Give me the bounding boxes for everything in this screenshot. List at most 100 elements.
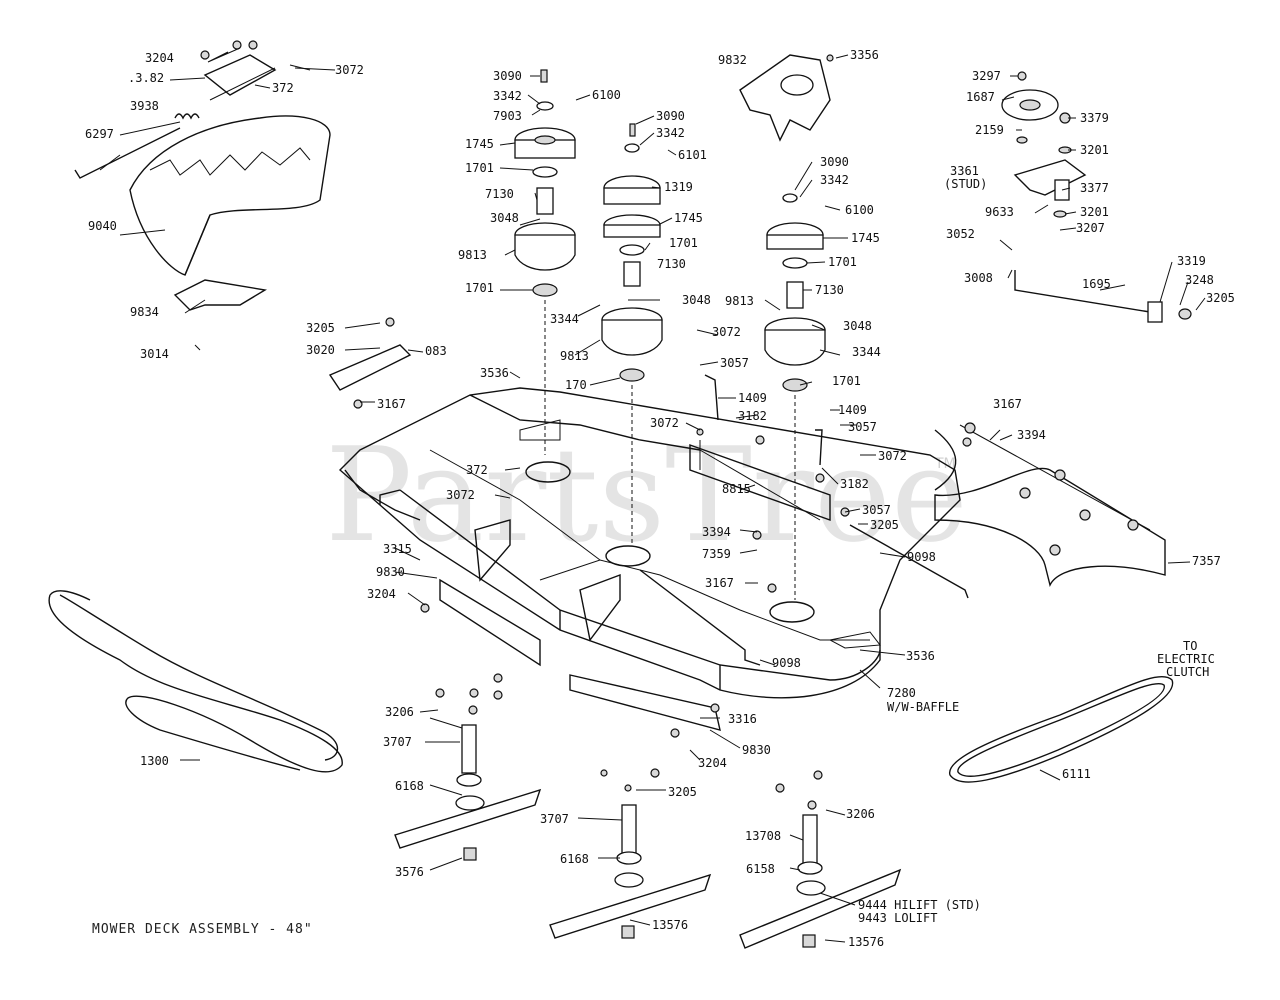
part-label: 1695 <box>1082 277 1111 291</box>
part-labels: 3204 .3.82 3072 372 3938 6297 9040 9834 … <box>85 48 1235 949</box>
part-label: 1701 <box>832 374 861 388</box>
part-label: 1745 <box>465 137 494 151</box>
part-label: 9444 HILIFT (STD) <box>858 898 981 912</box>
rod-1409 <box>704 374 823 466</box>
rod-6297 <box>74 127 181 179</box>
part-label: 9834 <box>130 305 159 319</box>
part-label: 9830 <box>742 743 771 757</box>
part-label: 3201 <box>1080 205 1109 219</box>
part-label: 3057 <box>862 503 891 517</box>
part-label: 3205 <box>1206 291 1235 305</box>
part-label: 9832 <box>718 53 747 67</box>
watermark: PartsTree <box>325 419 968 571</box>
part-label: 3342 <box>493 89 522 103</box>
part-label: 3008 <box>964 271 993 285</box>
blade-right <box>739 814 902 949</box>
spring-3938 <box>174 113 200 120</box>
part-label: ELECTRIC <box>1157 652 1215 666</box>
part-label: 3707 <box>540 812 569 826</box>
mower-deck-shell <box>338 387 961 699</box>
part-label: 3206 <box>385 705 414 719</box>
bracket-8815 <box>689 440 831 521</box>
idler-pulley-assembly <box>1001 71 1192 323</box>
part-label: 9098 <box>907 550 936 564</box>
part-label: 3204 <box>367 587 396 601</box>
part-label: 3057 <box>720 356 749 370</box>
bracket-3020 <box>328 317 412 409</box>
spindle-stack-center <box>601 123 663 545</box>
part-label: 3048 <box>490 211 519 225</box>
part-label: 3344 <box>550 312 579 326</box>
part-label: 3204 <box>698 756 727 770</box>
part-label: 083 <box>425 344 447 358</box>
part-label: 3938 <box>130 99 159 113</box>
drive-belt-6111 <box>949 675 1174 783</box>
part-label: 3205 <box>306 321 335 335</box>
part-label: 3167 <box>705 576 734 590</box>
blade-left <box>394 724 542 861</box>
part-label: 9830 <box>376 565 405 579</box>
part-label: 1687 <box>966 90 995 104</box>
part-label: TO <box>1183 639 1197 653</box>
plate-9834 <box>173 279 267 311</box>
baffle-7357 <box>934 422 1166 588</box>
part-label: 3379 <box>1080 111 1109 125</box>
part-label: (STUD) <box>944 177 987 191</box>
part-label: 372 <box>466 463 488 477</box>
part-label: 3297 <box>972 69 1001 83</box>
pulley-cover-9832 <box>739 54 834 142</box>
part-label: 3057 <box>848 420 877 434</box>
spindle-stack-left <box>514 69 576 455</box>
part-label: .3.82 <box>128 71 164 85</box>
part-label: 1701 <box>465 281 494 295</box>
part-label: 3072 <box>446 488 475 502</box>
part-label: 3052 <box>946 227 975 241</box>
drive-belt-1300 <box>48 590 343 773</box>
part-label: 3090 <box>493 69 522 83</box>
part-label: 7130 <box>815 283 844 297</box>
part-label: 3072 <box>650 416 679 430</box>
part-label: 6100 <box>845 203 874 217</box>
part-label: 2159 <box>975 123 1004 137</box>
part-label: 3394 <box>1017 428 1046 442</box>
part-label: W/W-BAFFLE <box>887 700 959 714</box>
part-label: 3207 <box>1076 221 1105 235</box>
part-label: 6168 <box>395 779 424 793</box>
part-label: 3072 <box>335 63 364 77</box>
part-label: 1701 <box>669 236 698 250</box>
part-label: 3361 <box>950 164 979 178</box>
part-label: 7359 <box>702 547 731 561</box>
part-label: 3090 <box>820 155 849 169</box>
part-label: 6101 <box>678 148 707 162</box>
part-label: 3206 <box>846 807 875 821</box>
part-label: 3205 <box>870 518 899 532</box>
part-label: 8815 <box>722 482 751 496</box>
part-label: 6111 <box>1062 767 1091 781</box>
part-label: 3576 <box>395 865 424 879</box>
part-label: 6100 <box>592 88 621 102</box>
part-label: 7357 <box>1192 554 1221 568</box>
part-label: 3205 <box>668 785 697 799</box>
part-label: 3167 <box>993 397 1022 411</box>
idler-arm-372 <box>200 40 311 101</box>
baffle-9830 <box>439 578 721 731</box>
leader-lines <box>99 47 1206 943</box>
part-label: 9813 <box>458 248 487 262</box>
part-label: 3377 <box>1080 181 1109 195</box>
part-label: 3072 <box>878 449 907 463</box>
part-label: 3342 <box>656 126 685 140</box>
part-label: 9813 <box>560 349 589 363</box>
part-label: 1701 <box>828 255 857 269</box>
part-label: 9633 <box>985 205 1014 219</box>
part-label: 3020 <box>306 343 335 357</box>
part-label: 13576 <box>848 935 884 949</box>
part-label: 3536 <box>906 649 935 663</box>
part-label: 3707 <box>383 735 412 749</box>
rod-9098 <box>639 524 969 666</box>
part-label: 3182 <box>840 477 869 491</box>
part-label: 9813 <box>725 294 754 308</box>
part-label: 13708 <box>745 829 781 843</box>
belt-shield-9040 <box>129 115 331 276</box>
part-label: 3356 <box>850 48 879 62</box>
